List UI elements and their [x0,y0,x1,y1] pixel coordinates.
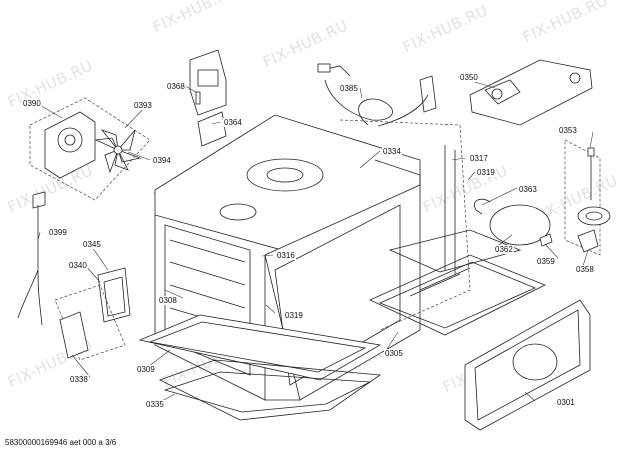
temperature-sensor [17,191,46,326]
part-label: 0301 [556,398,576,407]
part-label: 0305 [384,349,404,358]
part-label: 0317 [469,154,489,163]
oven-lamp [54,267,131,361]
part-label: 0319 [476,168,496,177]
document-footer: 58300000169946 aet 000 a 3/6 [5,438,117,447]
part-label: 0362 [494,245,514,254]
part-label: 0359 [536,257,556,266]
motor-bracket [189,49,227,147]
part-label: 0394 [152,156,172,165]
oven-door [464,299,591,431]
part-label: 0385 [339,84,359,93]
part-label: 0358 [575,265,595,274]
fan-cover-disc [474,198,553,247]
part-label: 0308 [158,296,178,305]
wiring-harness [317,63,437,127]
part-label: 0338 [69,375,89,384]
fan-motor-assembly [29,97,151,201]
oven-rack [369,229,546,336]
part-label: 0364 [223,118,243,127]
oven-cavity [154,114,421,401]
rear-panel [339,119,471,331]
part-label: 0399 [48,228,68,237]
part-label: 0350 [459,73,479,82]
part-label: 0335 [145,400,165,409]
part-label: 0319 [284,311,304,320]
leader-lines [37,76,594,404]
top-cover [469,59,593,126]
part-label: 0334 [382,147,402,156]
part-label: 0390 [22,99,42,108]
convection-heater [564,139,611,256]
part-label: 0353 [558,126,578,135]
part-label: 0393 [133,101,153,110]
part-label: 0340 [68,261,88,270]
part-label: 0316 [276,251,296,260]
part-label: 0368 [166,82,186,91]
part-label: 0363 [518,185,538,194]
bottom-trays [138,314,382,421]
part-label: 0345 [82,240,102,249]
part-label: 0309 [136,365,156,374]
